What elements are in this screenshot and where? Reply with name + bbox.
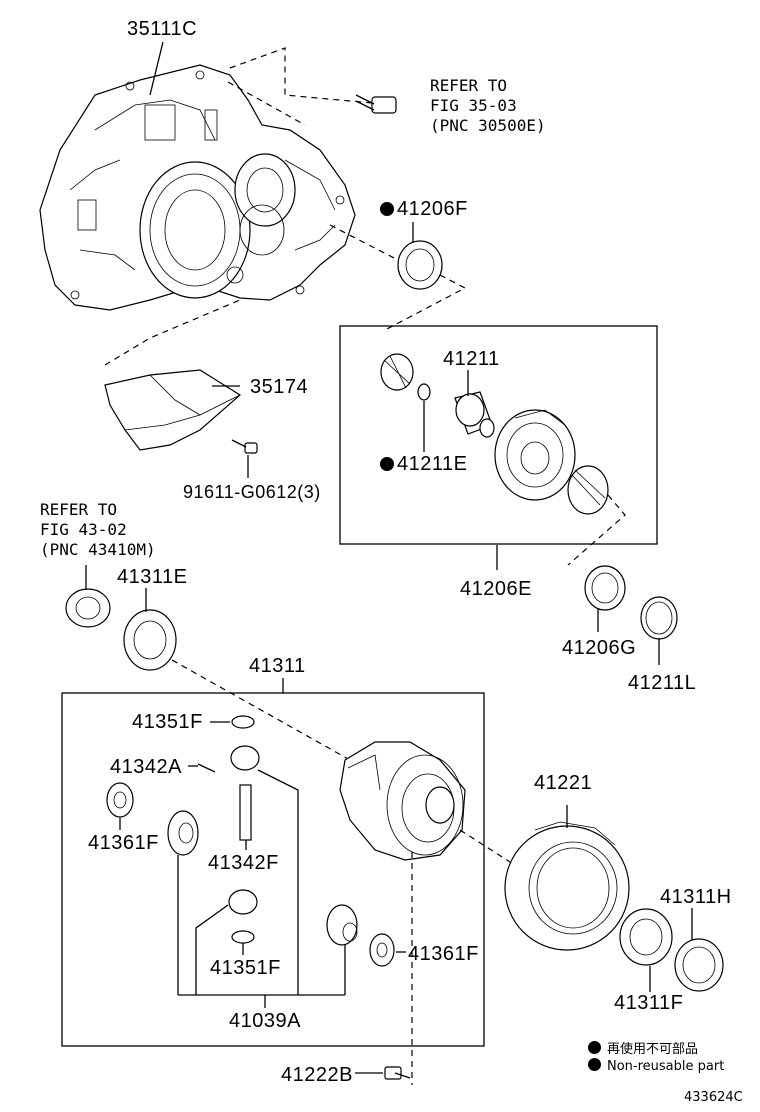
shim-41211L-drawing xyxy=(640,596,678,640)
refer-top-line3: (PNC 30500E) xyxy=(430,116,546,135)
pinion-gear-top-drawing xyxy=(230,745,260,771)
label-41039A: 41039A xyxy=(229,1010,301,1032)
bearing-41311E-drawing xyxy=(123,609,177,671)
label-91611: 91611-G0612(3) xyxy=(183,482,321,502)
label-35111C: 35111C xyxy=(127,18,198,40)
label-41211E-text: 41211E xyxy=(397,453,468,475)
label-41206E: 41206E xyxy=(460,578,532,600)
label-41361F-left: 41361F xyxy=(88,832,159,854)
bearing-race-41206G-drawing xyxy=(584,565,626,611)
side-gear-left-drawing xyxy=(167,810,199,856)
gear-assembly-box xyxy=(339,325,658,545)
refer-left-line3: (PNC 43410M) xyxy=(40,540,156,559)
label-41206F: 41206F xyxy=(380,198,468,220)
legend-english: Non-reusable part xyxy=(588,1058,724,1074)
driven-gear-drawing xyxy=(494,409,576,501)
bolt-41222B-drawing xyxy=(384,1066,411,1080)
bearing-race-41206F-drawing xyxy=(397,240,443,290)
legend-english-text: Non-reusable part xyxy=(607,1059,725,1074)
label-41211L: 41211L xyxy=(628,672,697,694)
differential-case-drawing xyxy=(339,741,466,861)
bearing-41311F-drawing xyxy=(619,908,673,966)
label-41351F-top: 41351F xyxy=(132,711,203,733)
race-41311H-drawing xyxy=(674,938,724,992)
bearing-right-drawing xyxy=(567,465,609,515)
label-41342A: 41342A xyxy=(110,756,182,778)
bolt-91611-drawing xyxy=(231,439,258,454)
refer-top-line2: FIG 35-03 xyxy=(430,96,517,115)
label-41211: 41211 xyxy=(443,348,500,370)
label-41311F: 41311F xyxy=(614,992,684,1014)
bearing-41206E-drawing xyxy=(380,353,414,391)
side-gear-right-drawing xyxy=(326,904,358,946)
non-reusable-dot-icon xyxy=(380,202,394,216)
ring-gear-41221-drawing xyxy=(504,821,630,951)
refer-left-line2: FIG 43-02 xyxy=(40,520,127,539)
legend-japanese-text: 再使用不可部品 xyxy=(607,1042,699,1057)
washer-top-drawing xyxy=(231,715,255,729)
non-reusable-dot-icon xyxy=(588,1041,601,1054)
washer-left-drawing xyxy=(106,782,134,818)
refer-left: REFER TO FIG 43-02 (PNC 43410M) xyxy=(40,500,156,560)
pin-41342A-drawing xyxy=(197,763,216,773)
refer-top-line1: REFER TO xyxy=(430,76,508,95)
legend-japanese: 再使用不可部品 xyxy=(588,1038,698,1057)
refer-top: REFER TO FIG 35-03 (PNC 30500E) xyxy=(430,76,546,136)
label-41222B: 41222B xyxy=(281,1064,353,1086)
non-reusable-dot-icon xyxy=(588,1058,601,1071)
shaft-41342F-drawing xyxy=(239,784,252,841)
pinion-gear-bottom-drawing xyxy=(228,889,258,915)
non-reusable-dot-icon xyxy=(380,457,394,471)
washer-right-drawing xyxy=(369,933,395,967)
bolt-drawing xyxy=(355,94,397,114)
label-41311H: 41311H xyxy=(660,886,732,908)
label-41361F-right: 41361F xyxy=(408,943,479,965)
label-41311: 41311 xyxy=(249,655,306,677)
figure-id: 433624C xyxy=(684,1090,743,1105)
label-41342F: 41342F xyxy=(208,852,279,874)
washer-bottom-drawing xyxy=(231,930,255,944)
label-41211E: 41211E xyxy=(380,453,467,475)
drive-gear-41211-drawing xyxy=(454,391,495,438)
label-41351F-bottom: 41351F xyxy=(210,957,281,979)
oil-seal-drawing xyxy=(65,588,111,628)
label-41206G: 41206G xyxy=(562,637,637,659)
washer-41211E-drawing xyxy=(417,383,431,401)
label-35174: 35174 xyxy=(250,376,309,398)
refer-left-line1: REFER TO xyxy=(40,500,118,519)
transaxle-housing-drawing xyxy=(39,64,356,311)
cover-35174-drawing xyxy=(104,369,242,451)
differential-box xyxy=(61,692,485,1047)
label-41206F-text: 41206F xyxy=(397,198,468,220)
label-41221: 41221 xyxy=(534,772,593,794)
label-41311E: 41311E xyxy=(117,566,188,588)
